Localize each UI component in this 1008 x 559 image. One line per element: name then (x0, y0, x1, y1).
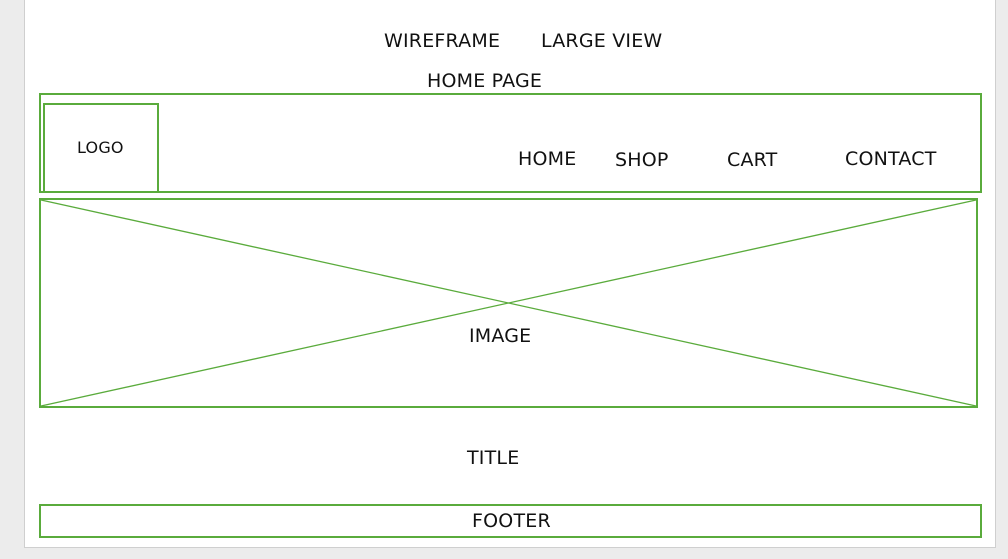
wireframe-canvas (24, 0, 996, 548)
image-placeholder-box (39, 198, 978, 408)
header-box (39, 93, 982, 193)
nav-item-contact: CONTACT (845, 148, 937, 170)
nav-item-shop: SHOP (615, 149, 669, 171)
nav-item-home: HOME (518, 148, 577, 170)
footer-label: FOOTER (472, 510, 551, 532)
nav-item-cart: CART (727, 149, 778, 171)
image-cross-line-b (40, 199, 977, 407)
page-title: HOME PAGE (427, 70, 543, 92)
logo-box (43, 103, 159, 193)
logo-label: LOGO (77, 138, 124, 157)
wireframe-title: WIREFRAME (384, 30, 501, 52)
image-label: IMAGE (469, 325, 532, 347)
view-title: LARGE VIEW (541, 30, 663, 52)
content-title: TITLE (467, 447, 520, 469)
footer-box (39, 504, 982, 538)
